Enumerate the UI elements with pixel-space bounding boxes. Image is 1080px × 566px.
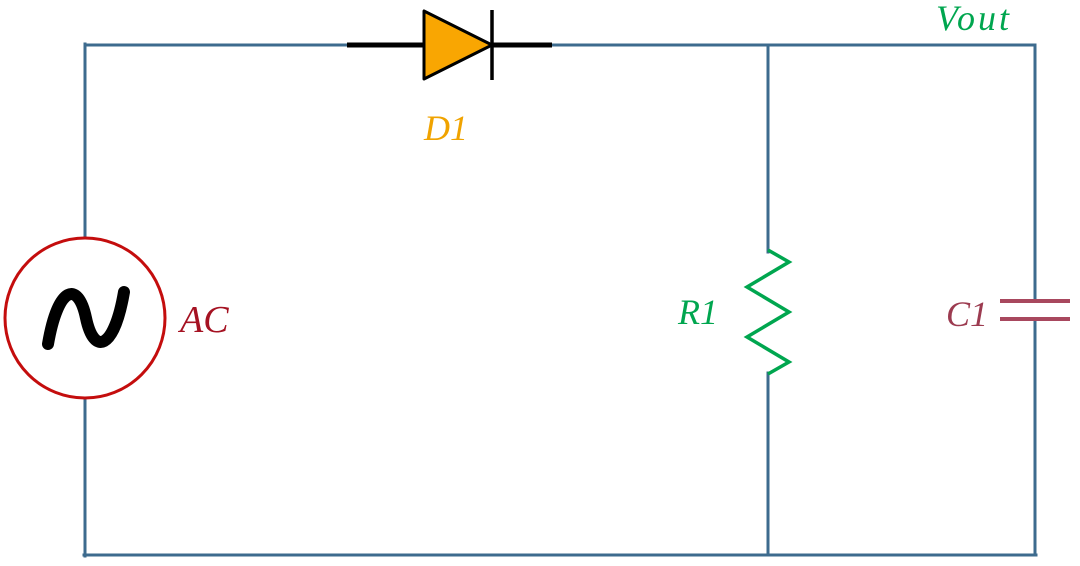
diode-triangle-icon [422, 9, 494, 81]
sine-wave-icon [42, 286, 130, 350]
capacitor-label: C1 [946, 294, 988, 334]
ac-source-label: AC [177, 299, 229, 341]
vout-label: Vout [936, 0, 1012, 38]
resistor-zigzag-icon [743, 248, 793, 376]
resistor-label: R1 [677, 292, 718, 332]
ac-source [3, 236, 167, 400]
capacitor [1000, 299, 1070, 321]
wires [82, 42, 1038, 558]
diode [347, 9, 552, 81]
diode-label: D1 [423, 108, 468, 148]
